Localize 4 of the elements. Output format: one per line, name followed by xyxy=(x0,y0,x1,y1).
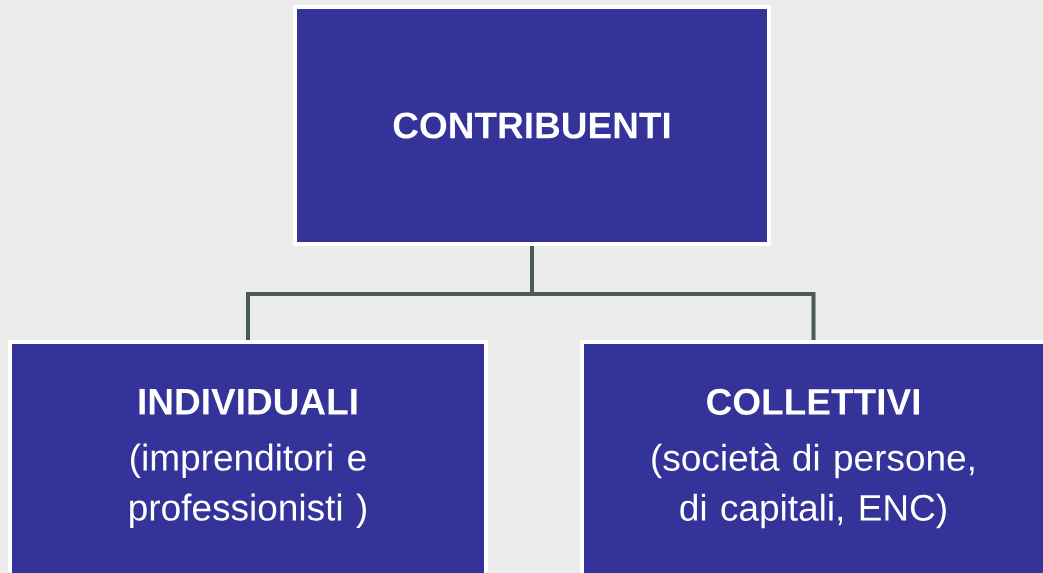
box: CONTRIBUENTI xyxy=(293,5,771,246)
box: INDIVIDUALI (imprenditori e professionisti ) xyxy=(8,340,488,573)
box: COLLETTIVI (società di persone, di capitali, ENC) xyxy=(580,340,1043,573)
connector-line xyxy=(530,246,816,340)
